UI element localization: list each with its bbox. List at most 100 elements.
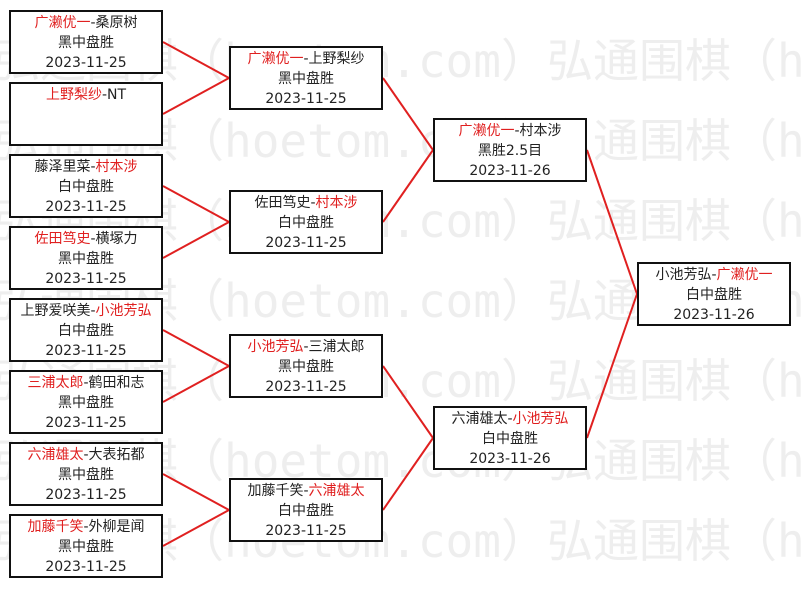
match-result: 黑胜2.5目 (477, 143, 543, 159)
player-2: 上野梨纱 (308, 51, 365, 67)
player-1: 六浦雄太 (451, 411, 508, 427)
match-box: 小池芳弘-广濑优一白中盘胜 2023-11-26 (637, 262, 791, 326)
match-result: 黑中盘胜 (58, 539, 114, 555)
player-1: 佐田笃史 (34, 231, 91, 247)
player-1: 小池芳弘 (247, 339, 304, 355)
match-date: 2023-11-25 (265, 235, 347, 251)
connector-line (382, 77, 434, 151)
match-result: 黑中盘胜 (58, 251, 114, 267)
connector-line (382, 365, 434, 439)
player-separator: - (90, 303, 96, 319)
match-result: 白中盘胜 (278, 215, 334, 231)
match-players: 上野梨纱-NT (11, 85, 161, 105)
player-separator: - (83, 447, 89, 463)
connector-line (382, 149, 434, 223)
player-1: 小池芳弘 (655, 267, 712, 283)
player-1: 广濑优一 (247, 51, 304, 67)
player-1: 上野梨纱 (45, 87, 102, 103)
player-1: 三浦太郎 (27, 375, 84, 391)
match-date: 2023-11-25 (45, 415, 127, 431)
match-players: 加藤千笑-外柳是闻 (11, 517, 161, 537)
match-date: 2023-11-25 (265, 379, 347, 395)
match-box: 加藤千笑-六浦雄太白中盘胜 2023-11-25 (229, 478, 383, 542)
player-2: 鹤田和志 (88, 375, 145, 391)
match-date: 2023-11-25 (45, 343, 127, 359)
match-date: 2023-11-25 (45, 271, 127, 287)
match-players: 六浦雄太-大表拓都 (11, 445, 161, 465)
player-2: 六浦雄太 (308, 483, 365, 499)
player-1: 藤泽里菜 (34, 159, 91, 175)
connector-line (162, 221, 230, 259)
match-date: 2023-11-26 (673, 307, 755, 323)
connector-line (586, 149, 638, 295)
player-2: 桑原树 (95, 15, 138, 31)
match-result: 黑中盘胜 (58, 35, 114, 51)
player-2: 村本涉 (315, 195, 358, 211)
player-2: 三浦太郎 (308, 339, 365, 355)
match-box: 加藤千笑-外柳是闻黑中盘胜 2023-11-25 (9, 514, 163, 578)
match-date: 2023-11-26 (469, 163, 551, 179)
player-1: 六浦雄太 (27, 447, 84, 463)
match-result: 白中盘胜 (482, 431, 538, 447)
player-separator: - (90, 159, 96, 175)
connector-line (162, 473, 230, 511)
player-separator: - (90, 231, 96, 247)
player-separator: - (101, 87, 108, 103)
match-players: 六浦雄太-小池芳弘 (435, 409, 585, 429)
match-result: 黑中盘胜 (278, 359, 334, 375)
player-1: 广濑优一 (458, 123, 515, 139)
player-1: 广濑优一 (34, 15, 91, 31)
match-result: 黑中盘胜 (278, 71, 334, 87)
match-date: 2023-11-25 (45, 199, 127, 215)
match-result: 白中盘胜 (278, 503, 334, 519)
player-1: 上野爱咲美 (20, 303, 91, 319)
match-result: 白中盘胜 (58, 179, 114, 195)
player-separator: - (90, 15, 96, 31)
match-players: 加藤千笑-六浦雄太 (231, 481, 381, 501)
match-players: 藤泽里菜-村本涉 (11, 157, 161, 177)
player-separator: - (514, 123, 520, 139)
match-box: 广濑优一-村本涉黑胜2.5目 2023-11-26 (433, 118, 587, 182)
player-separator: - (711, 267, 717, 283)
connector-line (382, 437, 434, 511)
match-players: 广濑优一-村本涉 (435, 121, 585, 141)
match-players: 广濑优一-桑原树 (11, 13, 161, 33)
player-separator: - (507, 411, 513, 427)
connector-line (162, 365, 230, 403)
match-box: 上野爱咲美-小池芳弘白中盘胜 2023-11-25 (9, 298, 163, 362)
match-date: 2023-11-26 (469, 451, 551, 467)
match-box: 上野梨纱-NT (9, 82, 163, 146)
player-2: 小池芳弘 (95, 303, 152, 319)
match-result: 黑中盘胜 (58, 395, 114, 411)
player-2: 大表拓都 (88, 447, 145, 463)
match-date: 2023-11-25 (265, 91, 347, 107)
player-1: 佐田笃史 (254, 195, 311, 211)
match-result: 白中盘胜 (686, 287, 742, 303)
player-separator: - (83, 375, 89, 391)
match-box: 小池芳弘-三浦太郎黑中盘胜 2023-11-25 (229, 334, 383, 398)
match-date: 2023-11-25 (265, 523, 347, 539)
match-players: 上野爱咲美-小池芳弘 (11, 301, 161, 321)
player-separator: - (303, 483, 309, 499)
match-date: 2023-11-25 (45, 487, 127, 503)
player-2: 广濑优一 (716, 267, 773, 283)
match-players: 广濑优一-上野梨纱 (231, 49, 381, 69)
player-2: NT (107, 87, 127, 103)
match-players: 小池芳弘-三浦太郎 (231, 337, 381, 357)
match-box: 广濑优一-上野梨纱黑中盘胜 2023-11-25 (229, 46, 383, 110)
player-2: 小池芳弘 (512, 411, 569, 427)
player-separator: - (83, 519, 89, 535)
player-2: 外柳是闻 (88, 519, 145, 535)
match-date: 2023-11-25 (45, 559, 127, 575)
connector-line (162, 329, 230, 367)
connector-line (586, 293, 638, 439)
match-result: 白中盘胜 (58, 323, 114, 339)
connector-line (162, 509, 230, 547)
player-1: 加藤千笑 (27, 519, 84, 535)
player-separator: - (303, 339, 309, 355)
match-players: 小池芳弘-广濑优一 (639, 265, 789, 285)
match-players: 佐田笃史-村本涉 (231, 193, 381, 213)
match-box: 佐田笃史-村本涉白中盘胜 2023-11-25 (229, 190, 383, 254)
